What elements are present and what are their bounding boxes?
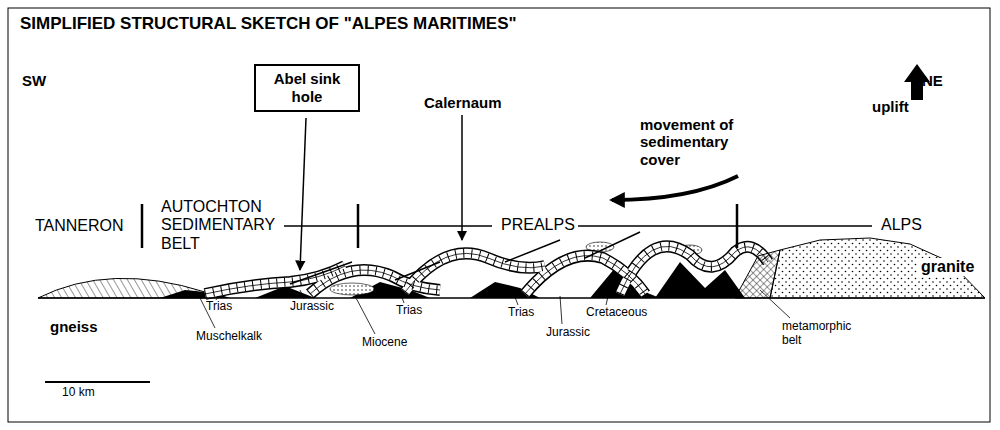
- label: Jurassic: [290, 300, 334, 314]
- label: Jurassic: [546, 326, 590, 340]
- label: ALPS: [878, 216, 925, 234]
- label: metamorphic belt: [782, 320, 862, 348]
- label: movement of sedimentary cover: [640, 116, 756, 168]
- label: Miocene: [362, 336, 407, 350]
- label: AUTOCHTON SEDIMENTARY BELT: [158, 198, 284, 253]
- label: Trias: [508, 306, 534, 320]
- label: Calernaum: [424, 94, 502, 111]
- diagram-title: SIMPLIFIED STRUCTURAL SKETCH OF "ALPES M…: [20, 14, 517, 34]
- label: Trias: [206, 300, 232, 314]
- label: 10 km: [62, 386, 95, 400]
- label: NE: [922, 72, 943, 89]
- label: Trias: [396, 304, 422, 318]
- box-label: Abel sink hole: [262, 70, 352, 106]
- label: TANNERON: [32, 217, 127, 235]
- callout-box: Abel sink hole: [254, 64, 360, 112]
- label: gneiss: [50, 318, 98, 335]
- label: granite: [918, 258, 977, 276]
- label: uplift: [872, 98, 909, 115]
- label: Cretaceous: [586, 306, 647, 320]
- label: PREALPS: [498, 216, 578, 234]
- label: SW: [22, 72, 46, 89]
- label: Muschelkalk: [196, 330, 262, 344]
